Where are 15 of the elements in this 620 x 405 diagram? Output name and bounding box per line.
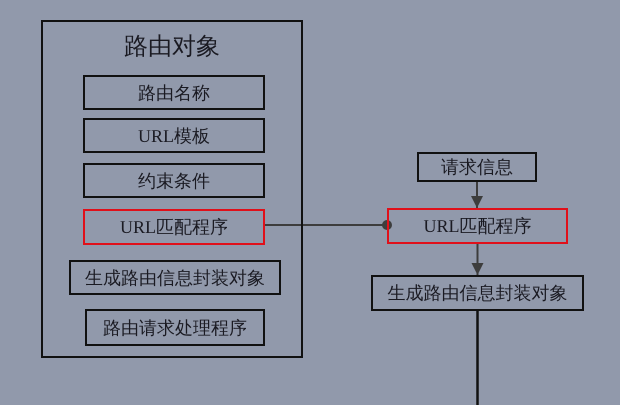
- connector-line: [476, 311, 479, 405]
- arrow: [472, 244, 484, 275]
- process-box: 路由名称: [83, 75, 265, 110]
- process-box: 约束条件: [83, 163, 265, 198]
- process-box: 路由请求处理程序: [85, 309, 265, 346]
- process-box: URL匹配程序: [83, 209, 265, 245]
- container-box: [41, 20, 303, 358]
- box-title: 路由对象: [123, 33, 221, 62]
- arrow: [471, 182, 483, 208]
- process-box: URL模板: [83, 118, 265, 153]
- process-box: 生成路由信息封装对象: [371, 275, 584, 311]
- process-box: 请求信息: [417, 152, 537, 182]
- process-box: URL匹配程序: [387, 208, 568, 244]
- process-box: 生成路由信息封装对象: [69, 260, 281, 295]
- connector-line: [263, 220, 392, 230]
